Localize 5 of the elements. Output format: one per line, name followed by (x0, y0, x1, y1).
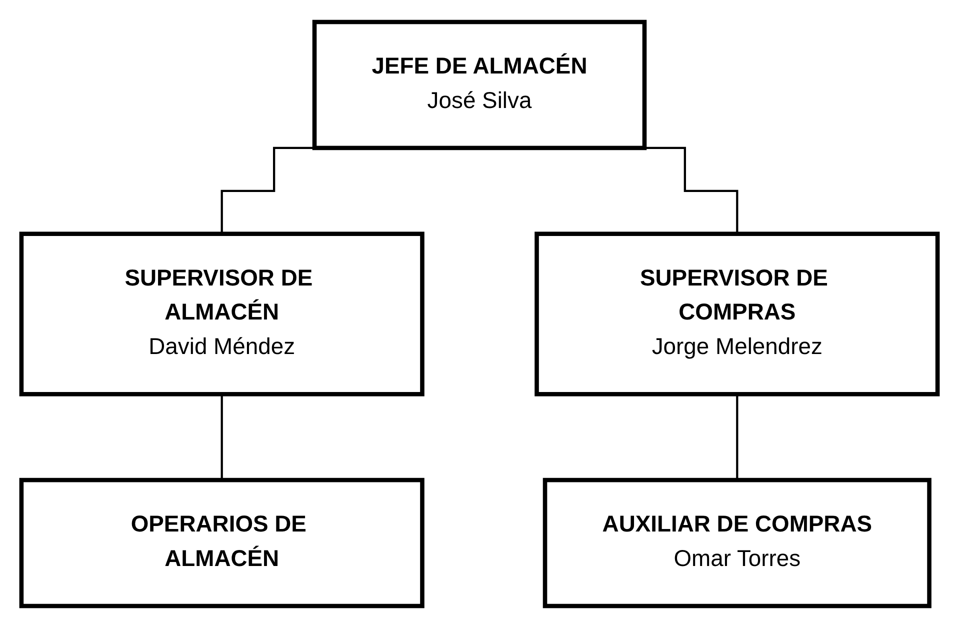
node-box: SUPERVISOR DE ALMACÉN David Méndez (19, 232, 424, 396)
node-box: SUPERVISOR DE COMPRAS Jorge Melendrez (534, 232, 940, 396)
node-box: OPERARIOS DE ALMACÉN (19, 478, 424, 608)
node-box: JEFE DE ALMACÉN José Silva (312, 20, 647, 150)
node-box: AUXILIAR DE COMPRAS Omar Torres (542, 478, 932, 608)
